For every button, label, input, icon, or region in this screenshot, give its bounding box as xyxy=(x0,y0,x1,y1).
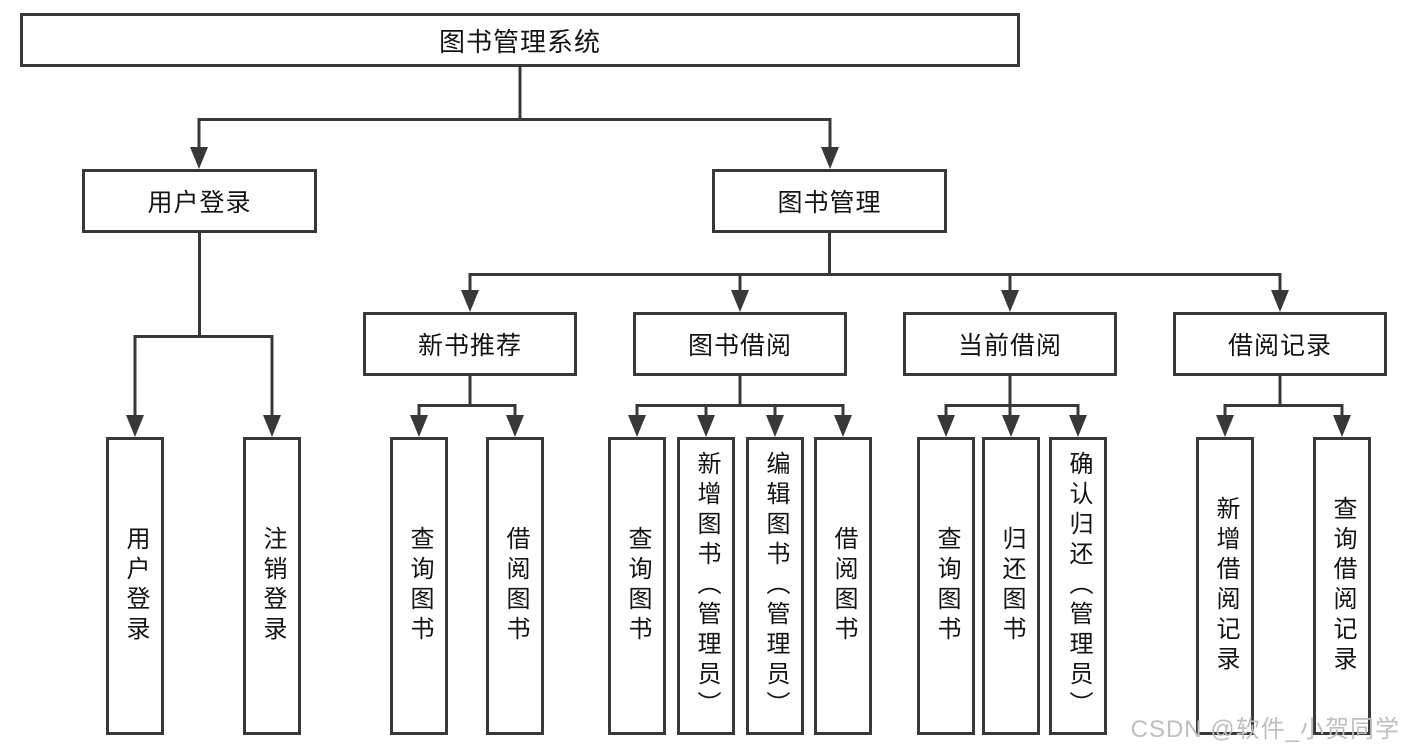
leaf-logout: 注销登录 xyxy=(243,437,301,735)
node-user-login: 用户登录 xyxy=(82,169,317,233)
watermark: CSDN @软件_小贺同学 xyxy=(1130,716,1400,743)
leaf-add-book-admin: 新增图书（管理员） xyxy=(677,437,735,735)
leaf-borrow-books: 借阅图书 xyxy=(486,437,544,735)
node-current-borrow: 当前借阅 xyxy=(903,312,1117,376)
node-library-management-system: 图书管理系统 xyxy=(20,13,1020,67)
arrowhead xyxy=(834,415,852,437)
leaf-add-borrow-record: 新增借阅记录 xyxy=(1196,437,1254,735)
connector-section-rail xyxy=(417,404,517,417)
connector-section-rail xyxy=(944,404,1080,417)
arrowhead xyxy=(506,415,524,437)
node-book-borrow: 图书借阅 xyxy=(633,312,847,376)
arrowhead xyxy=(1333,415,1351,437)
arrowhead xyxy=(821,147,839,169)
connector-section-rail xyxy=(635,404,845,417)
connector-row3-rail xyxy=(468,273,1282,292)
leaf-query-borrow-record: 查询借阅记录 xyxy=(1313,437,1371,735)
leaf-query-books: 查询图书 xyxy=(390,437,448,735)
node-borrow-records: 借阅记录 xyxy=(1173,312,1387,376)
arrowhead xyxy=(697,415,715,437)
arrowhead xyxy=(766,415,784,437)
arrowhead xyxy=(1216,415,1234,437)
leaf-query-books: 查询图书 xyxy=(608,437,666,735)
arrowhead xyxy=(1001,290,1019,312)
arrowhead xyxy=(628,415,646,437)
leaf-borrow-books: 借阅图书 xyxy=(814,437,872,735)
leaf-edit-book-admin: 编辑图书（管理员） xyxy=(746,437,804,735)
leaf-return-book: 归还图书 xyxy=(982,437,1040,735)
leaf-user-login: 用户登录 xyxy=(106,437,164,735)
arrowhead xyxy=(1002,415,1020,437)
arrowhead xyxy=(937,415,955,437)
arrowhead xyxy=(1069,415,1087,437)
connector-row2-rail xyxy=(197,118,832,150)
arrowhead xyxy=(461,290,479,312)
leaf-confirm-return-admin: 确认归还（管理员） xyxy=(1049,437,1107,735)
arrowhead xyxy=(126,415,144,437)
arrowhead xyxy=(1271,290,1289,312)
connector-userlogin-rail xyxy=(133,335,274,418)
arrowhead xyxy=(410,415,428,437)
node-book-management: 图书管理 xyxy=(712,169,947,233)
arrowhead xyxy=(263,415,281,437)
node-new-book-recommend: 新书推荐 xyxy=(363,312,577,376)
leaf-query-books: 查询图书 xyxy=(917,437,975,735)
connector-section-rail xyxy=(1223,404,1344,417)
arrowhead xyxy=(731,290,749,312)
arrowhead xyxy=(190,147,208,169)
